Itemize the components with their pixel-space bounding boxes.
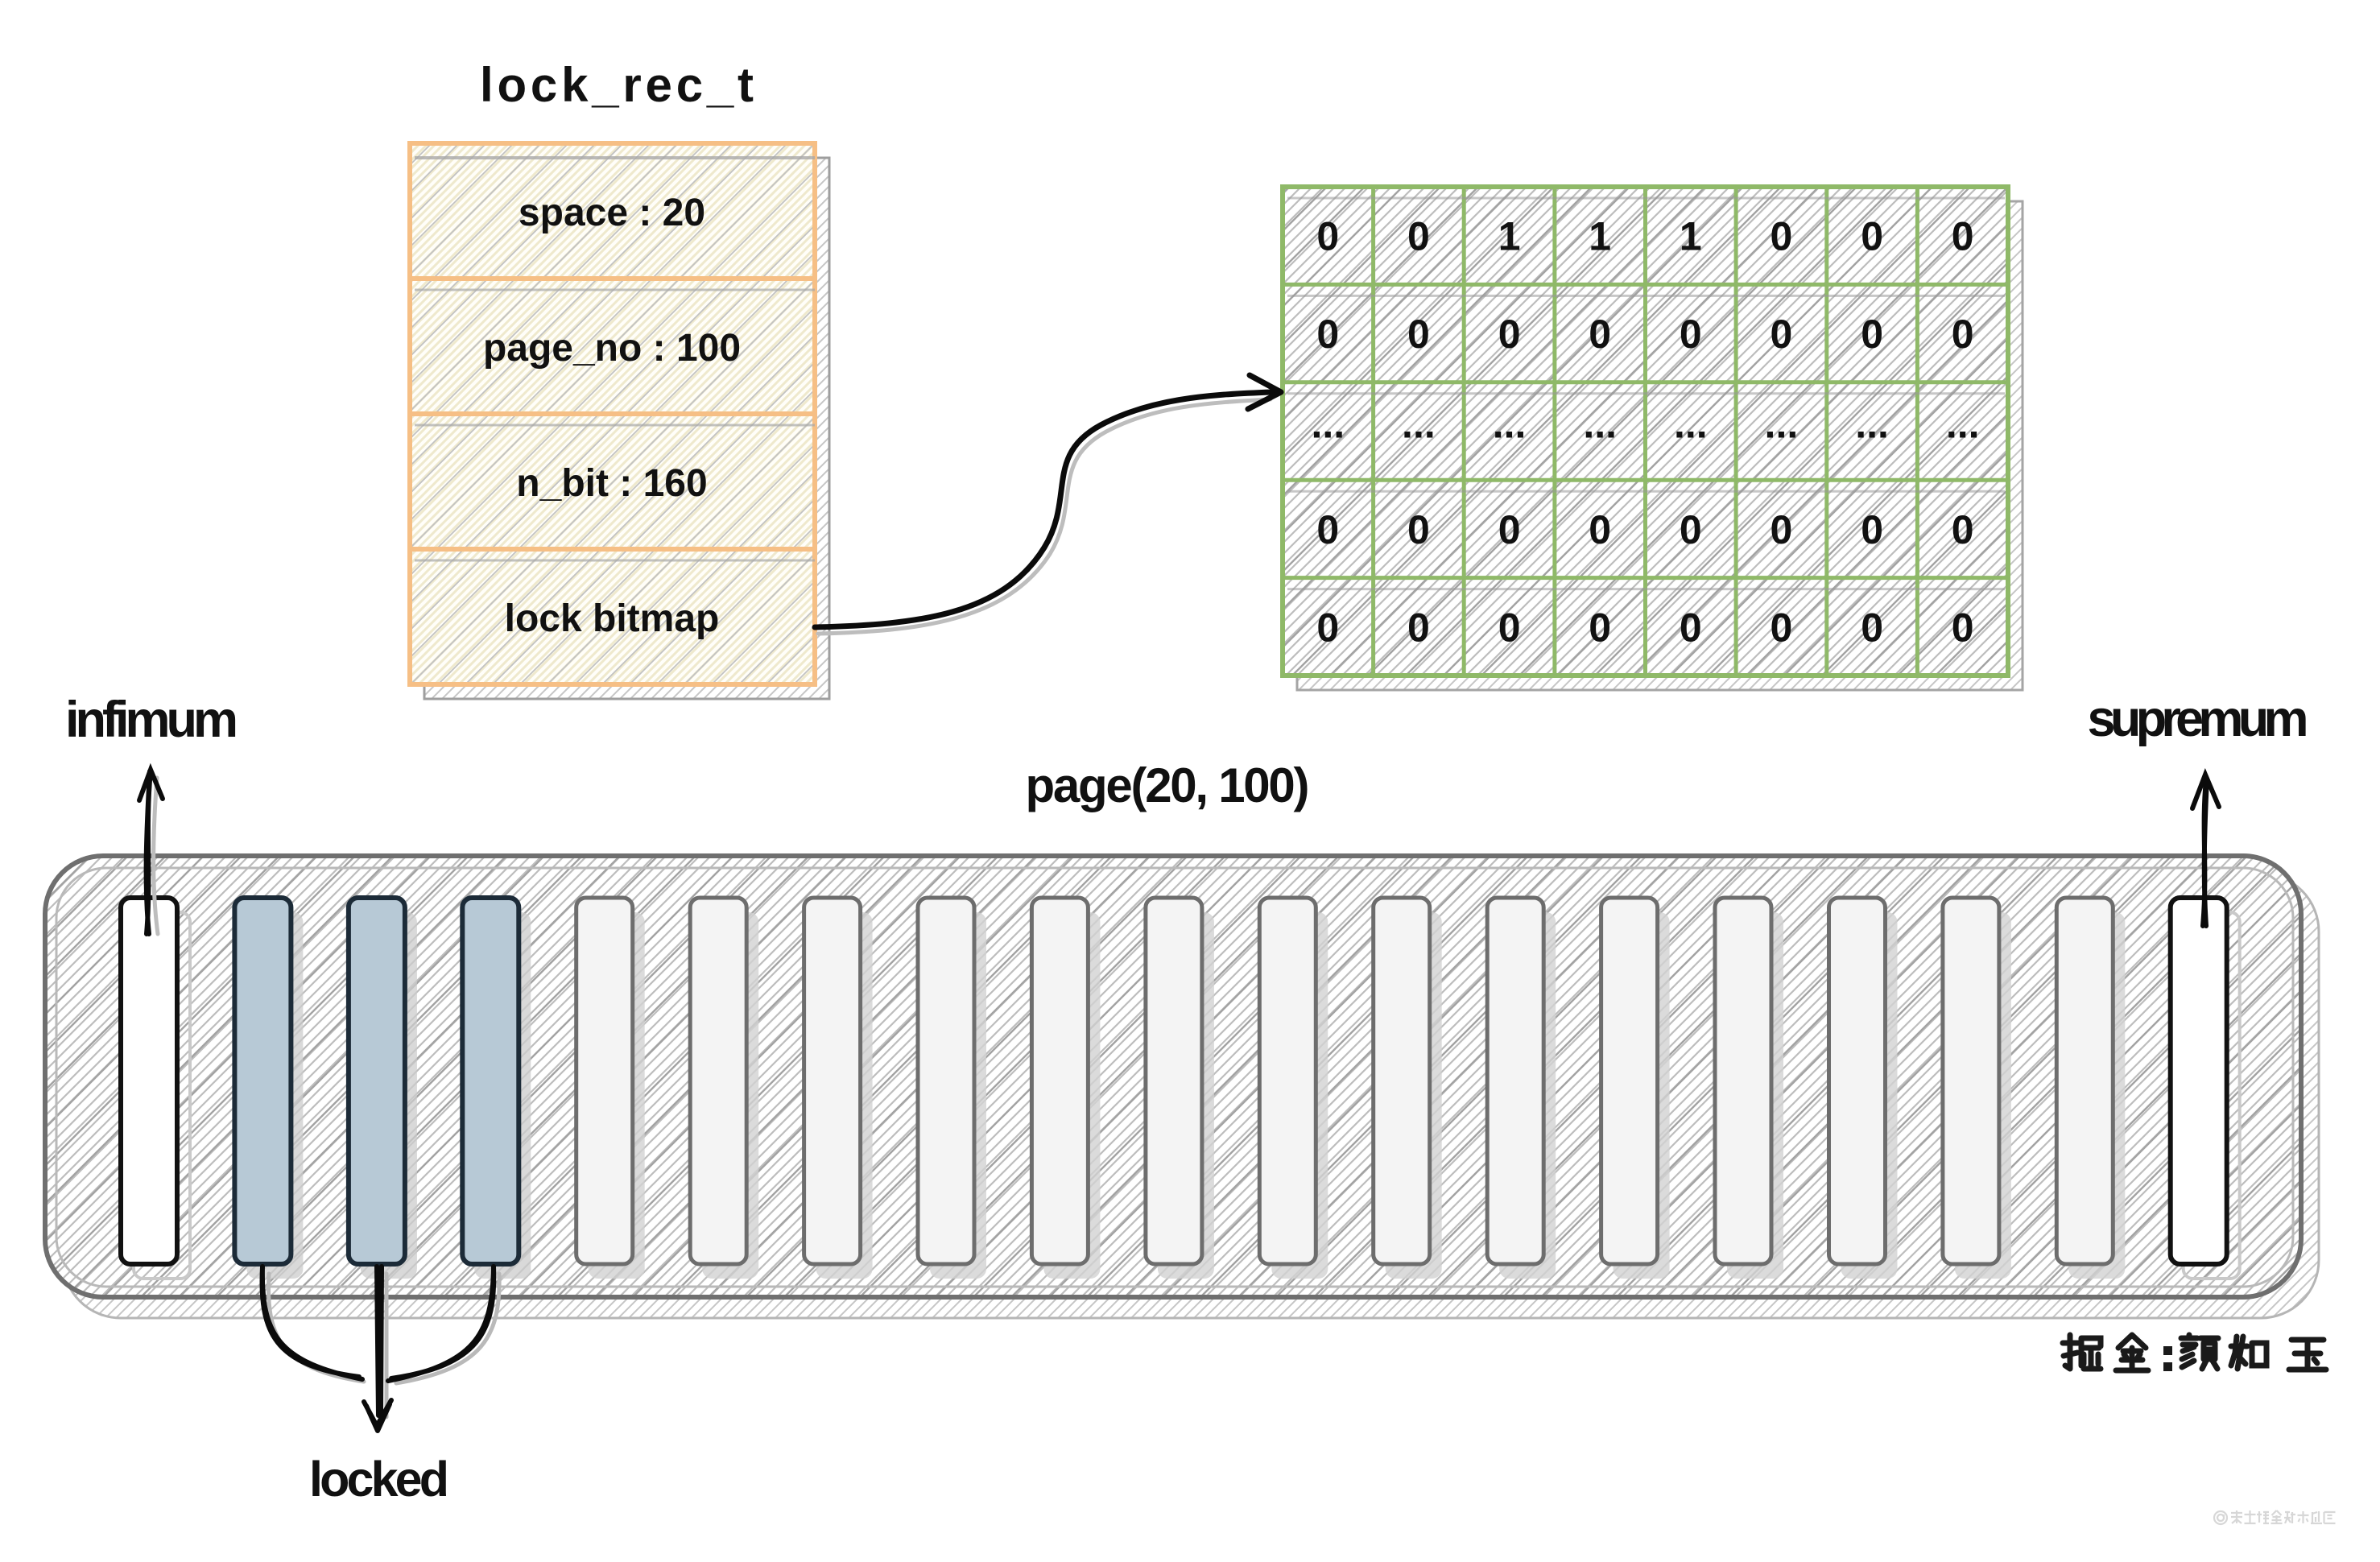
svg-text:0: 0 <box>1861 312 1883 357</box>
svg-text:0: 0 <box>1498 507 1521 552</box>
svg-text:0: 0 <box>1498 312 1521 357</box>
svg-text:0: 0 <box>1316 214 1339 259</box>
svg-text:0: 0 <box>1589 312 1611 357</box>
svg-text:0: 0 <box>1861 507 1883 552</box>
svg-text:0: 0 <box>1316 605 1339 650</box>
svg-text:0: 0 <box>1407 605 1430 650</box>
svg-text:lock bitmap: lock bitmap <box>505 597 720 640</box>
svg-text:...: ... <box>1311 402 1345 447</box>
svg-text:infimum: infimum <box>65 692 238 748</box>
svg-text:...: ... <box>1402 402 1436 447</box>
svg-text:0: 0 <box>1952 214 1974 259</box>
svg-text:lock_rec_t: lock_rec_t <box>480 58 760 112</box>
svg-text:page_no : 100: page_no : 100 <box>483 327 741 370</box>
svg-text:0: 0 <box>1770 507 1792 552</box>
svg-text:...: ... <box>1493 402 1527 447</box>
svg-text:n_bit : 160: n_bit : 160 <box>516 462 707 505</box>
svg-text:0: 0 <box>1770 312 1792 357</box>
svg-text:0: 0 <box>1861 605 1883 650</box>
svg-text:0: 0 <box>1589 507 1611 552</box>
svg-text:supremum: supremum <box>2088 691 2309 747</box>
svg-text:0: 0 <box>1316 312 1339 357</box>
svg-text:...: ... <box>1765 402 1799 447</box>
svg-text:...: ... <box>1583 402 1617 447</box>
svg-text:1: 1 <box>1680 214 1702 259</box>
svg-text:...: ... <box>1674 402 1708 447</box>
svg-text:0: 0 <box>1770 605 1792 650</box>
svg-text:0: 0 <box>1952 507 1974 552</box>
svg-text:0: 0 <box>1861 214 1883 259</box>
svg-text:0: 0 <box>1589 605 1611 650</box>
svg-text:page(20, 100): page(20, 100) <box>1026 758 1310 812</box>
svg-text:locked: locked <box>309 1452 449 1506</box>
svg-text:1: 1 <box>1498 214 1521 259</box>
svg-text:0: 0 <box>1680 605 1702 650</box>
svg-text:0: 0 <box>1680 312 1702 357</box>
svg-text:0: 0 <box>1680 507 1702 552</box>
svg-text:0: 0 <box>1407 214 1430 259</box>
svg-text:0: 0 <box>1952 312 1974 357</box>
svg-text:0: 0 <box>1952 605 1974 650</box>
svg-text:0: 0 <box>1770 214 1792 259</box>
svg-text:0: 0 <box>1407 507 1430 552</box>
svg-text:1: 1 <box>1589 214 1611 259</box>
svg-text:0: 0 <box>1498 605 1521 650</box>
svg-text:0: 0 <box>1407 312 1430 357</box>
svg-text:...: ... <box>1855 402 1889 447</box>
svg-text:0: 0 <box>1316 507 1339 552</box>
svg-text:space : 20: space : 20 <box>519 192 705 234</box>
svg-text:...: ... <box>1946 402 1980 447</box>
